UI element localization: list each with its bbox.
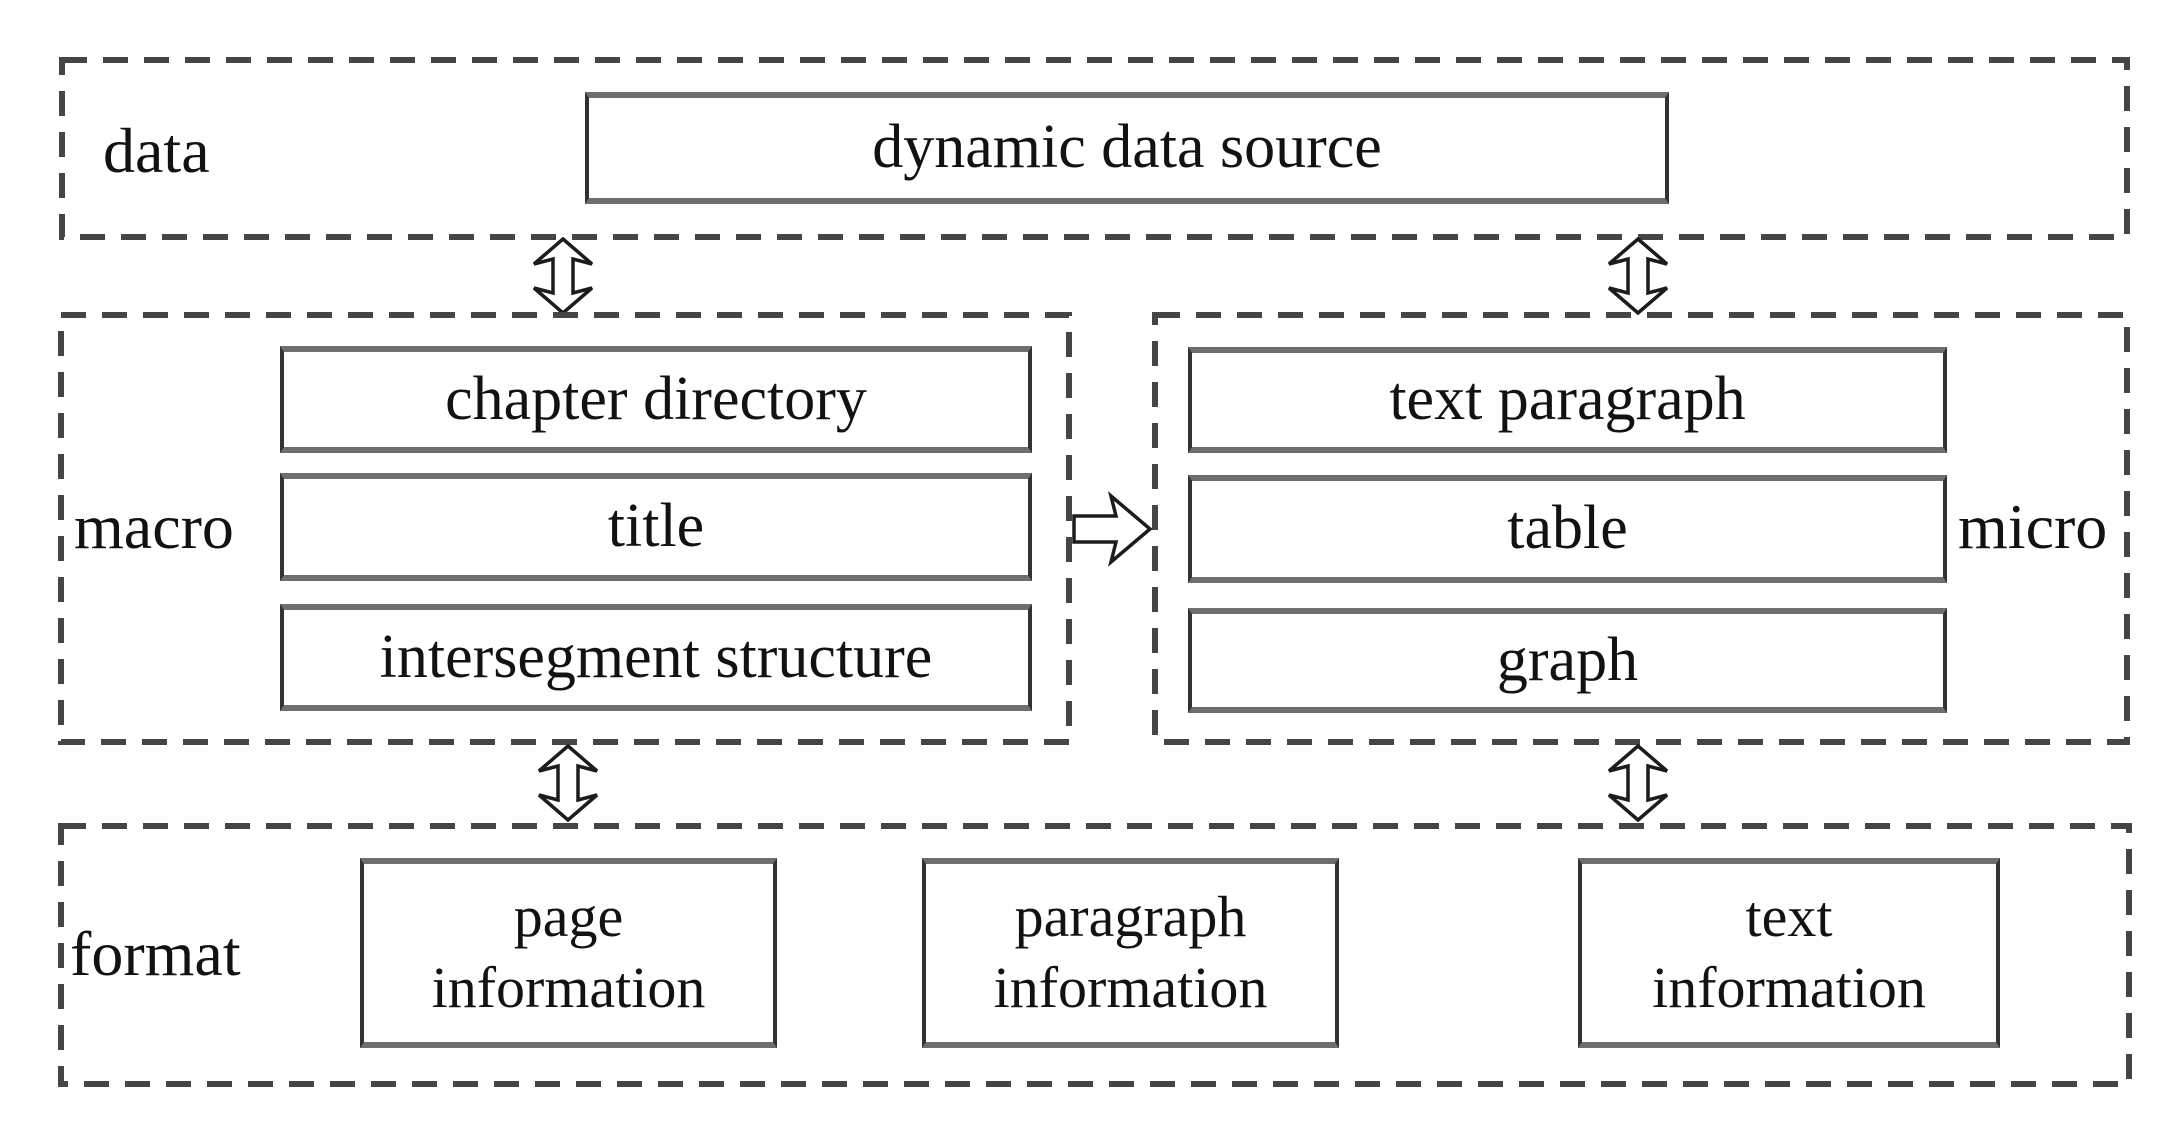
format-layer-dashed-border: [58, 823, 2132, 1087]
macro-layer-panel: macro chapter directory title intersegme…: [58, 312, 1072, 745]
macro-layer-label: macro: [74, 491, 234, 562]
node-dynamic-data-source: dynamic data source: [585, 92, 1669, 204]
micro-layer-panel: micro text paragraph table graph: [1152, 312, 2130, 745]
node-title: title: [280, 473, 1032, 581]
node-page-information: page information: [360, 858, 777, 1048]
node-chapter-directory: chapter directory: [280, 346, 1032, 453]
data-micro-double-arrow-icon: [1606, 237, 1670, 315]
data-macro-double-arrow-icon: [531, 237, 595, 315]
node-text-paragraph: text paragraph: [1188, 347, 1947, 453]
data-layer-dashed-border: [59, 57, 2130, 240]
format-layer-panel: format page information paragraph inform…: [58, 823, 2132, 1087]
micro-layer-label: micro: [1958, 491, 2108, 562]
macro-micro-right-arrow-icon: [1072, 488, 1152, 570]
micro-format-double-arrow-icon: [1606, 744, 1670, 822]
macro-format-double-arrow-icon: [536, 744, 600, 822]
node-intersegment-structure: intersegment structure: [280, 604, 1032, 711]
macro-layer-dashed-border: [58, 312, 1072, 745]
node-graph: graph: [1188, 608, 1947, 713]
node-paragraph-information: paragraph information: [922, 858, 1339, 1048]
node-table: table: [1188, 475, 1947, 583]
format-layer-label: format: [70, 918, 241, 989]
data-layer-panel: data dynamic data source: [59, 57, 2130, 240]
micro-layer-dashed-border: [1152, 312, 2130, 745]
data-layer-label: data: [103, 115, 210, 186]
node-text-information: text information: [1578, 858, 2000, 1048]
